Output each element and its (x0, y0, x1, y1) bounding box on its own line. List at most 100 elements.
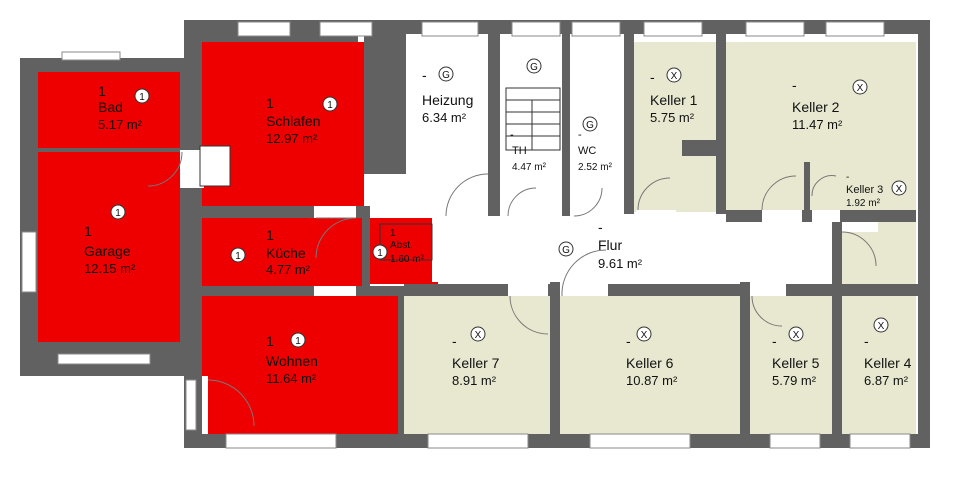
marker-keller5 (788, 326, 804, 342)
marker-flur (558, 241, 574, 257)
garage-num: 1 (84, 223, 92, 239)
marker-keller5-label: X (793, 330, 800, 341)
keller5-name: Keller 5 (772, 355, 820, 371)
keller6-name: Keller 6 (626, 355, 674, 371)
room-keller1 (634, 42, 716, 212)
door-swings (147, 151, 877, 427)
schlafen-num: 1 (266, 95, 274, 111)
keller5-area: 5.79 m² (772, 373, 817, 388)
wc-name: WC (578, 145, 596, 157)
bad-name: Bad (98, 99, 123, 115)
marker-th-label: G (530, 62, 538, 73)
keller7-area: 8.91 m² (452, 373, 497, 388)
flur-num: - (598, 219, 603, 235)
keller4-area: 6.87 m² (864, 373, 909, 388)
th-name: TH (512, 145, 527, 157)
abst-num: 1 (390, 228, 396, 239)
keller1-area: 5.75 m² (650, 110, 695, 125)
marker-schlafen-label: 1 (327, 100, 333, 111)
schlafen-name: Schlafen (266, 113, 320, 129)
marker-heizung (438, 66, 454, 82)
marker-wohnen-label: 1 (295, 336, 301, 347)
garage-area: 12.15 m² (84, 261, 136, 276)
flur-name: Flur (598, 237, 622, 253)
room-marker-labels: 1 1 1 1 1 1 G G G G X X X X X X X (115, 62, 902, 347)
marker-kuche-label: 1 (235, 251, 241, 262)
room-flur (432, 218, 836, 282)
room-kuche (202, 218, 362, 286)
windows (21, 21, 911, 449)
th-num: - (510, 129, 514, 141)
marker-keller1 (666, 67, 682, 83)
marker-wc (582, 116, 598, 132)
marker-keller4 (873, 317, 889, 333)
marker-keller2-label: X (857, 83, 864, 94)
room-bad (38, 72, 180, 148)
marker-keller3 (891, 180, 907, 196)
room-wohnen (202, 296, 398, 434)
keller7-name: Keller 7 (452, 355, 500, 371)
room-heizung (406, 42, 488, 172)
marker-th (526, 58, 542, 74)
marker-abst (372, 244, 388, 260)
abst-name: Abst. (390, 240, 413, 251)
keller3-num: - (846, 172, 849, 183)
keller3-name: Keller 3 (846, 184, 883, 196)
heizung-num: - (422, 67, 427, 83)
keller7-num: - (452, 333, 457, 349)
room-markers (110, 58, 907, 348)
keller4-num: - (864, 333, 869, 349)
keller6-num: - (626, 333, 631, 349)
marker-keller7 (470, 326, 486, 342)
marker-keller6-label: X (641, 330, 648, 341)
keller2-num: - (792, 77, 797, 93)
bad-num: 1 (98, 83, 106, 99)
room-keller6 (560, 296, 740, 434)
marker-flur-label: G (562, 245, 570, 256)
kuche-area: 4.77 m² (266, 262, 311, 277)
keller5-num: - (772, 333, 777, 349)
kuche-num: 1 (266, 227, 274, 243)
keller4-name: Keller 4 (864, 355, 912, 371)
marker-garage (110, 204, 126, 220)
th-area: 4.47 m² (512, 162, 547, 173)
marker-keller6 (636, 326, 652, 342)
marker-schlafen (322, 96, 338, 112)
kuche-name: Küche (266, 245, 306, 261)
marker-wohnen (290, 332, 306, 348)
marker-garage-label: 1 (115, 208, 121, 219)
schlafen-area: 12.97 m² (266, 131, 318, 146)
marker-heizung-label: G (442, 70, 450, 81)
bad-area: 5.17 m² (98, 117, 143, 132)
wc-num: - (578, 129, 582, 141)
room-garage (38, 152, 180, 342)
cellar-rooms (404, 42, 916, 434)
marker-bad (134, 88, 150, 104)
marker-keller1-label: X (671, 71, 678, 82)
service-rooms (406, 42, 836, 282)
wohnen-name: Wohnen (266, 353, 318, 369)
marker-keller3-label: X (896, 184, 903, 195)
room-keller5 (750, 296, 832, 434)
marker-keller2 (852, 79, 868, 95)
marker-bad-label: 1 (139, 92, 145, 103)
room-keller7 (404, 296, 550, 434)
keller1-num: - (650, 69, 655, 85)
garage-name: Garage (84, 243, 131, 259)
marker-abst-label: 1 (377, 248, 383, 259)
marker-wc-label: G (586, 120, 594, 131)
room-wc (570, 42, 624, 216)
keller2-name: Keller 2 (792, 99, 840, 115)
keller3-area: 1.92 m² (846, 198, 881, 209)
flur-area: 9.61 m² (598, 256, 643, 271)
marker-keller4-label: X (878, 321, 885, 332)
wohnen-area: 11.64 m² (266, 371, 317, 386)
keller2-area: 11.47 m² (792, 117, 843, 132)
marker-kuche (230, 247, 246, 263)
room-labels: 1 Bad 5.17 m² 1 Schlafen 12.97 m² 1 Gara… (84, 67, 912, 388)
keller1-name: Keller 1 (650, 92, 698, 108)
apartment-rooms (38, 42, 438, 434)
abst-area: 1.60 m² (390, 254, 425, 265)
keller6-area: 10.87 m² (626, 373, 678, 388)
